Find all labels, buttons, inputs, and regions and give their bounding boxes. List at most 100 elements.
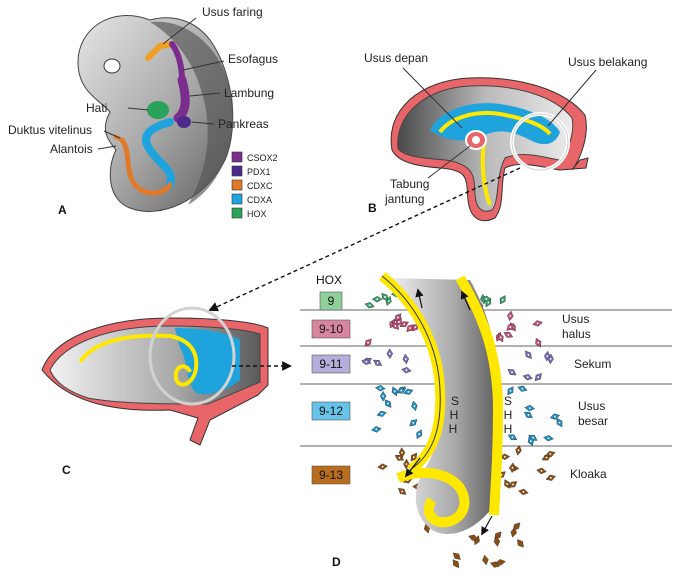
mesenchyme-cell [373,359,383,366]
hox-zone-boxes: 9 9-10 9-11 9-12 9-13 [311,291,351,485]
panel-label-c: C [62,463,71,477]
mesenchyme-cell [497,332,504,343]
shh-letter: H [450,408,459,422]
mesenchyme-cell [482,554,489,566]
mesenchyme-cell [381,292,389,302]
mesenchyme-cell [401,367,412,374]
legend-swatch-hox [231,207,243,219]
region-label: Kloaka [570,467,607,481]
embryo-a-eye [103,58,121,74]
mesenchyme-cell [504,479,510,489]
mesenchyme-cell [416,429,423,440]
endoderm-inner-left [381,275,441,471]
hox-value-9-12: 9-12 [319,404,343,418]
gut-stomach [173,75,190,123]
legend-label-csox2: CSOX2 [247,153,278,163]
legend-label-hox: HOX [247,209,267,219]
gut-midgut [142,118,175,189]
panel-a: Usus faring Esofagus Lambung Hati Pankre… [8,5,278,219]
mesenchyme-cell [364,338,372,347]
embryo-b-blue-gut [430,103,560,145]
endoderm-outer-right [455,275,504,516]
label-usus-faring: Usus faring [202,5,263,19]
mesenchyme-cell [410,452,417,462]
mesenchyme-cell [545,450,556,458]
embryo-c-highlight [148,306,236,406]
embryo-a-back-band [150,21,234,205]
mesenchyme-cell [536,467,547,475]
gut-hindgut [119,137,173,196]
shh-letter: S [451,394,459,408]
mesenchyme-cell [398,447,406,458]
hox-box-9-13 [311,465,351,485]
mesenchyme-cell [543,350,551,362]
region-label: Usus [578,399,605,413]
panel-d: HOX SHH SHH 99-109-119-129-13 UsushalusS… [300,272,672,569]
hox-value-9-10: 9-10 [319,322,343,336]
mesenchyme-cell [398,488,407,495]
mesenchyme-cell [376,410,387,417]
mesenchyme-cell [517,385,528,392]
shh-letter: H [504,408,513,422]
mesenchyme-cell [512,522,521,531]
mesenchyme-cell [525,350,532,360]
panel-label-a: A [58,203,67,217]
mesenchyme-cell [524,404,536,412]
label-alantois: Alantois [50,142,93,156]
mesenchyme-cell [543,434,554,442]
mesenchyme-cell [509,462,516,474]
mesenchyme-cell [371,426,382,433]
mesenchyme-cell [394,454,405,461]
hox-value-9-13: 9-13 [319,468,343,482]
mesenchyme-cell [402,353,410,365]
hox-box-9-11 [311,354,351,374]
mesenchyme-cell [517,539,524,548]
mesenchyme-cell [515,444,522,456]
shh-label-left: SHH [449,394,459,436]
mesenchyme-cell [409,419,418,427]
region-label: besar [578,414,608,428]
mesenchyme-cell [535,337,542,348]
mesenchyme-cell [399,321,410,328]
mesenchyme-cell [386,348,394,360]
mesenchyme-cell [507,369,517,376]
region-label: Usus [562,312,589,326]
legend-label-pdx1: PDX1 [247,167,271,177]
legend-label-cdxc: CDXC [247,181,273,191]
mesenchyme-cell [384,399,392,408]
mesenchyme-cell [394,313,402,322]
hox-value-9: 9 [328,294,335,308]
arrow-shh-bottom-right [481,515,493,536]
mesenchyme-cell [507,386,514,396]
mesenchyme-cell [522,374,533,381]
shh-letter: S [504,394,512,408]
embryo-b-heart-lumen [472,136,480,144]
mesenchyme-cell [364,302,375,309]
mesenchyme-cell [527,436,534,447]
mesenchyme-cell [406,324,414,333]
mesenchyme-cell [371,295,383,303]
region-label: halus [562,327,591,341]
region-label: Sekum [574,357,611,371]
shh-letter: H [449,422,458,436]
legend-swatch-cdxa [231,193,243,205]
hox-box-9-10 [311,319,351,339]
label-lambung: Lambung [224,86,274,100]
hox-value-9-11: 9-11 [319,357,342,371]
mesenchyme-cell [411,400,418,412]
mesenchyme-cell [361,358,372,365]
mesenchyme-cell [507,434,518,441]
mesenchyme-cell [377,463,388,470]
mesenchyme-cell [499,295,506,305]
shh-letter: H [504,422,513,436]
cell-population [361,290,563,569]
mesenchyme-cell [524,411,533,419]
label-hati: Hati [86,101,107,115]
gut-liver [147,101,169,119]
legend-swatch-pdx1 [231,165,243,177]
mesenchyme-cell [391,386,398,397]
mesenchyme-cell [495,559,506,566]
label-jantung: jantung [384,192,424,206]
